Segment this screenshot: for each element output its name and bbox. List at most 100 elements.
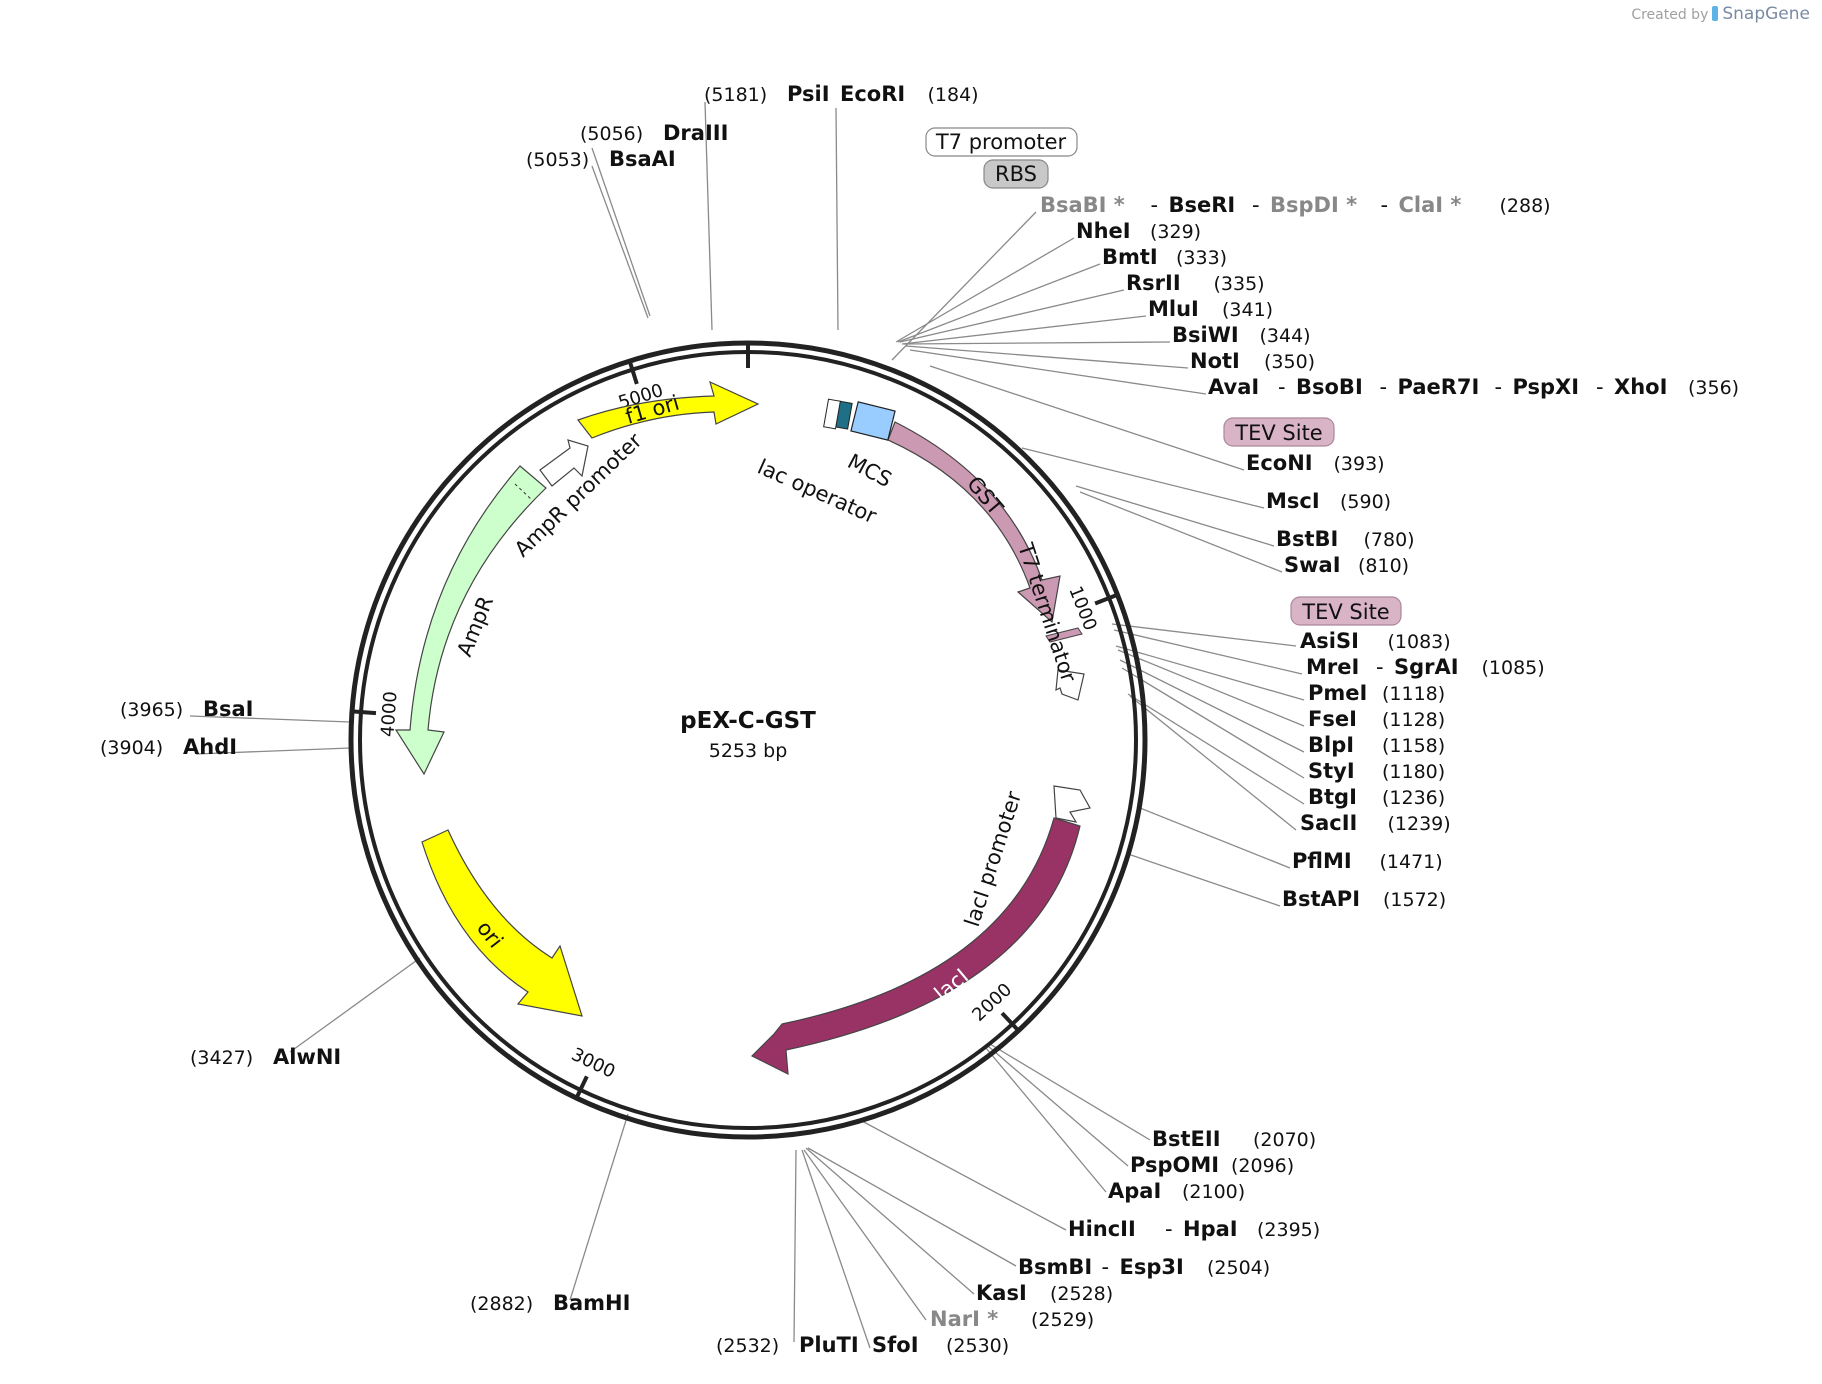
site-position: (350) bbox=[1264, 351, 1315, 373]
tev-site-text-2: TEV Site bbox=[1301, 600, 1389, 624]
feature-laci-promoter[interactable] bbox=[1053, 785, 1091, 823]
restriction-site[interactable]: (2532)PluTI bbox=[716, 1333, 859, 1357]
restriction-site[interactable]: SfoI(2530) bbox=[872, 1333, 1009, 1357]
restriction-site[interactable]: MluI(341) bbox=[1148, 297, 1273, 321]
leader-line-site bbox=[903, 341, 1171, 345]
enzyme-separator: - bbox=[1380, 375, 1388, 399]
restriction-site[interactable]: SwaI(810) bbox=[1284, 553, 1409, 577]
restriction-site[interactable]: RsrII(335) bbox=[1126, 271, 1265, 295]
restriction-site[interactable]: MreI-SgrAI(1085) bbox=[1306, 655, 1545, 679]
restriction-site[interactable]: BlpI (1158) bbox=[1308, 733, 1445, 757]
restriction-site[interactable]: BsmBI-Esp3I(2504) bbox=[1018, 1255, 1270, 1279]
restriction-site[interactable]: (5056)DraIII bbox=[580, 121, 728, 145]
enzyme-name: HpaI bbox=[1183, 1217, 1238, 1241]
enzyme-name: AlwNI bbox=[273, 1045, 341, 1069]
restriction-site[interactable]: AvaI-BsoBI-PaeR7I-PspXI-XhoI(356) bbox=[1208, 375, 1739, 399]
site-position: (2532) bbox=[716, 1335, 779, 1357]
enzyme-name: PflMI bbox=[1292, 849, 1352, 873]
site-position: (288) bbox=[1500, 195, 1551, 217]
restriction-site[interactable]: (2882)BamHI bbox=[470, 1291, 630, 1315]
enzyme-separator: - bbox=[1165, 1217, 1173, 1241]
enzyme-name: BstBI bbox=[1276, 527, 1338, 551]
restriction-site[interactable]: (5053)BsaAI bbox=[526, 147, 676, 171]
leader-line-site bbox=[909, 349, 1207, 395]
restriction-site[interactable]: KasI(2528) bbox=[976, 1281, 1113, 1305]
site-position: (344) bbox=[1260, 325, 1311, 347]
site-position: (3965) bbox=[120, 699, 183, 721]
site-position: (1085) bbox=[1482, 657, 1545, 679]
restriction-site[interactable]: BstBI(780) bbox=[1276, 527, 1415, 551]
enzyme-name: BsaBI * bbox=[1040, 193, 1125, 217]
feature-mcs[interactable] bbox=[850, 401, 896, 441]
restriction-site[interactable]: PmeI(1118) bbox=[1308, 681, 1445, 705]
leader-line-site bbox=[801, 1149, 871, 1349]
restriction-site[interactable]: AsiSI(1083) bbox=[1300, 629, 1451, 653]
tev-site-text-1: TEV Site bbox=[1234, 421, 1322, 445]
snapgene-logo-icon bbox=[1712, 6, 1719, 21]
restriction-site[interactable]: EcoNI(393) bbox=[1246, 451, 1385, 475]
leader-line-site bbox=[895, 237, 1075, 343]
restriction-site[interactable]: FseI(1128) bbox=[1308, 707, 1445, 731]
tev-site-box-label-2[interactable] bbox=[1290, 596, 1402, 626]
enzyme-name: BlpI bbox=[1308, 733, 1354, 757]
restriction-site[interactable]: StyI(1180) bbox=[1308, 759, 1445, 783]
restriction-site[interactable]: ApaI(2100) bbox=[1108, 1179, 1245, 1203]
enzyme-name: StyI bbox=[1308, 759, 1355, 783]
restriction-site[interactable]: NotI(350) bbox=[1190, 349, 1315, 373]
enzyme-name: BamHI bbox=[553, 1291, 630, 1315]
feature-f1-ori[interactable] bbox=[577, 380, 760, 439]
enzyme-name: BtgI bbox=[1308, 785, 1357, 809]
restriction-site[interactable]: BstEII(2070) bbox=[1152, 1127, 1316, 1151]
feature-ampr-promoter[interactable] bbox=[539, 439, 589, 487]
enzyme-name: PmeI bbox=[1308, 681, 1367, 705]
enzyme-separator: - bbox=[1376, 655, 1384, 679]
restriction-site[interactable]: BstAPI(1572) bbox=[1282, 887, 1446, 911]
enzyme-name: BstEII bbox=[1152, 1127, 1221, 1151]
enzyme-separator: - bbox=[1278, 375, 1286, 399]
feature-laci[interactable] bbox=[750, 817, 1081, 1076]
enzyme-separator: - bbox=[1102, 1255, 1110, 1279]
restriction-site[interactable]: BmtI(333) bbox=[1102, 245, 1227, 269]
site-position: (2530) bbox=[946, 1335, 1009, 1357]
tick-3000 bbox=[574, 1075, 589, 1099]
restriction-site[interactable]: (3904)AhdI bbox=[100, 735, 237, 759]
restriction-site[interactable]: SacII(1239) bbox=[1300, 811, 1451, 835]
enzyme-name: EcoNI bbox=[1246, 451, 1313, 475]
restriction-site[interactable]: (3427)AlwNI bbox=[190, 1045, 341, 1069]
site-position: (1158) bbox=[1382, 735, 1445, 757]
restriction-site[interactable]: NarI *(2529) bbox=[930, 1307, 1094, 1331]
tick-2000 bbox=[1000, 1011, 1020, 1033]
restriction-site[interactable]: BtgI(1236) bbox=[1308, 785, 1445, 809]
restriction-site[interactable]: BsiWI (344) bbox=[1172, 323, 1311, 347]
restriction-site[interactable]: PspOMI(2096) bbox=[1130, 1153, 1294, 1177]
credit-brand: SnapGene bbox=[1722, 4, 1810, 24]
restriction-site[interactable]: EcoRI(184) bbox=[840, 82, 979, 106]
site-position: (5181) bbox=[704, 84, 767, 106]
enzyme-name: ApaI bbox=[1108, 1179, 1161, 1203]
t7-promoter-box-label[interactable] bbox=[925, 127, 1078, 157]
restriction-site[interactable]: HincII-HpaI(2395) bbox=[1068, 1217, 1320, 1241]
enzyme-separator: - bbox=[1151, 193, 1159, 217]
restriction-site[interactable]: MscI(590) bbox=[1266, 489, 1391, 513]
rbs-box-label[interactable] bbox=[983, 159, 1049, 189]
site-position: (356) bbox=[1688, 377, 1739, 399]
feature-ori[interactable] bbox=[421, 829, 583, 1017]
enzyme-name: BmtI bbox=[1102, 245, 1158, 269]
tev-site-box-label-1[interactable] bbox=[1223, 417, 1335, 447]
feature-t7-terminator bbox=[1055, 669, 1085, 701]
site-position: (2529) bbox=[1031, 1309, 1094, 1331]
restriction-site[interactable]: NheI(329) bbox=[1076, 219, 1201, 243]
enzyme-name: BsiWI bbox=[1172, 323, 1239, 347]
feature-ampr[interactable] bbox=[394, 465, 547, 776]
feature-t7-promoter-box[interactable] bbox=[823, 398, 841, 430]
restriction-site[interactable]: PflMI(1471) bbox=[1292, 849, 1443, 873]
restriction-site[interactable]: BsaBI *-BseRI-BspDI *-ClaI *(288) bbox=[1040, 193, 1551, 217]
restriction-site[interactable]: (5181)PsiI bbox=[704, 82, 830, 106]
enzyme-name: BsaAI bbox=[609, 147, 676, 171]
feature-gst[interactable] bbox=[887, 421, 1061, 624]
enzyme-name: EcoRI bbox=[840, 82, 905, 106]
plasmid-name: pEX-C-GST bbox=[680, 708, 816, 734]
restriction-site[interactable]: (3965)BsaI bbox=[120, 697, 254, 721]
